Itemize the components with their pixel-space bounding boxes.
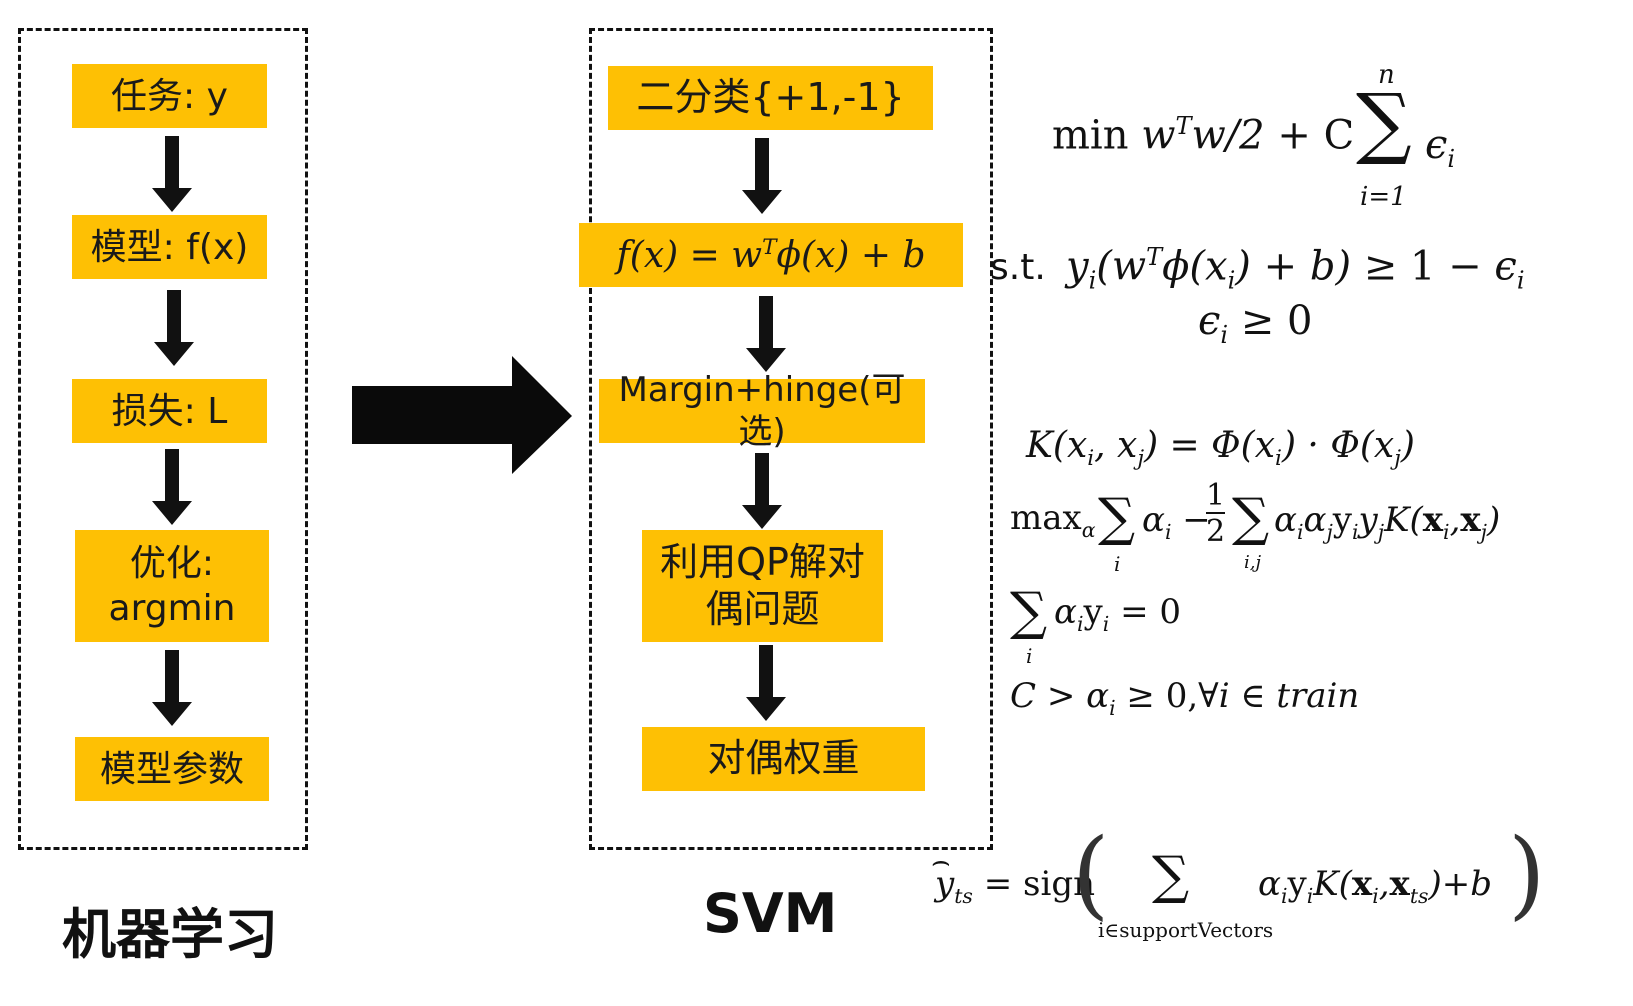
ml-step-loss: 损失: L — [72, 379, 267, 443]
svm-step-loss: Margin+hinge(可选) — [599, 370, 925, 452]
ml-step-params: 模型参数 — [75, 737, 269, 801]
ml-arrow-4 — [152, 650, 192, 726]
dual-constraint-terms: αiyi = 0 — [1054, 592, 1181, 636]
svm-arrow-2 — [746, 296, 786, 372]
st-nonneg: ϵi ≥ 0 — [1198, 298, 1313, 349]
svm-step-classes: 二分类{+1,-1} — [608, 66, 933, 130]
dual-sum-1-sub: i — [1114, 552, 1121, 576]
dual-constraint-sub: i — [1026, 644, 1033, 668]
kernel-formula: K(xi, xj) = Φ(xi) · Φ(xj) — [1026, 425, 1415, 472]
ml-caption: 机器学习 — [62, 903, 278, 966]
ml-arrow-1 — [152, 136, 192, 212]
svm-arrow-4 — [746, 645, 786, 721]
svm-model-formula: f(x) = wTϕ(x) + b — [616, 234, 926, 276]
prediction-sum: ∑ — [1152, 846, 1190, 906]
svm-arrow-3 — [742, 453, 782, 529]
st-constraint: yi(wTϕ(xi) + b) ≥ 1 − ϵi — [1066, 243, 1525, 295]
prediction-terms: αiyiK(xi,xts)+b — [1258, 864, 1493, 908]
box-constraint: C > αi ≥ 0,∀i ∈ train — [1010, 676, 1360, 720]
dual-terms: αiαjyiyjK(xi,xj) — [1274, 500, 1501, 544]
ml-step-task: 任务: y — [72, 64, 267, 128]
dual-sum-2: ∑ — [1232, 488, 1270, 548]
primal-epsilon: ϵi — [1425, 122, 1456, 173]
svm-step-qp: 利用QP解对 偶问题 — [642, 530, 883, 642]
dual-alpha-i: αi − — [1142, 500, 1211, 544]
ml-arrow-3 — [152, 449, 192, 525]
prediction-paren-left: ( — [1072, 818, 1110, 930]
svm-arrow-1 — [742, 138, 782, 214]
svm-frame — [589, 28, 993, 850]
dual-sum-1: ∑ — [1098, 488, 1136, 548]
prediction-paren-right: ) — [1508, 818, 1546, 930]
prediction-lhs: y⌢ts = sign — [931, 844, 1095, 908]
prediction-sum-sub: i∈supportVectors — [1098, 918, 1274, 942]
ml-frame — [18, 28, 308, 850]
primal-objective: min wTw/2 + C — [1052, 112, 1355, 159]
st-prefix: s.t. — [990, 247, 1046, 288]
svm-step-dual-weights: 对偶权重 — [642, 727, 925, 791]
dual-constraint-sum: ∑ — [1010, 582, 1048, 642]
dual-objective: maxα — [1010, 498, 1096, 542]
primal-sum-symbol: ∑ — [1356, 78, 1412, 168]
primal-sum-top: n — [1378, 60, 1395, 90]
ml-step-model: 模型: f(x) — [72, 215, 267, 279]
ml-arrow-2 — [154, 290, 194, 366]
svm-step-model: f(x) = wTϕ(x) + b — [579, 223, 963, 287]
big-right-arrow — [352, 356, 572, 474]
dual-sum-2-sub: i,j — [1244, 552, 1262, 573]
svm-caption: SVM — [703, 882, 838, 945]
primal-sum-bottom: i=1 — [1360, 182, 1407, 212]
ml-step-optimize: 优化: argmin — [75, 530, 269, 642]
